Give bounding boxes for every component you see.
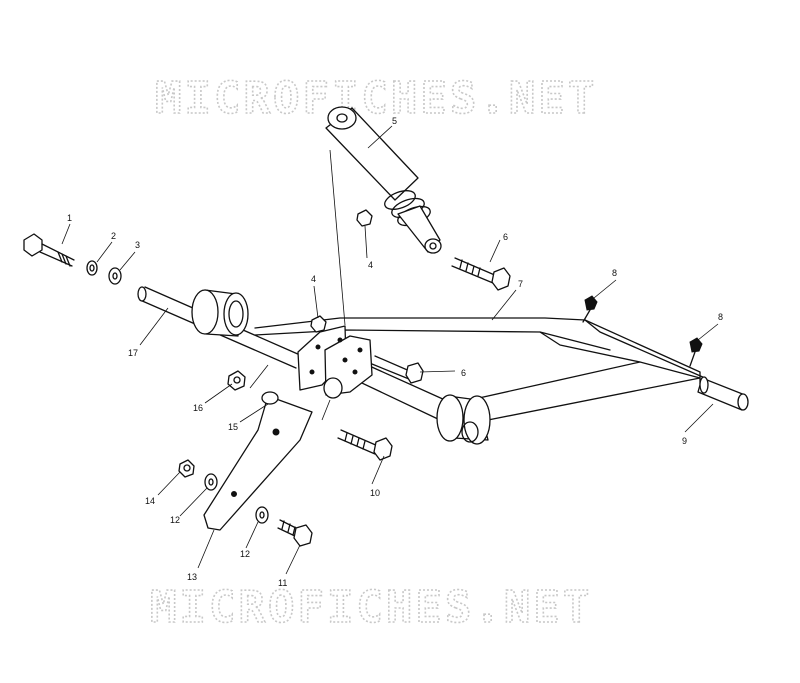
part-8-fitting-a: [582, 295, 598, 323]
part-6-bolt-lower: [371, 355, 424, 384]
part-8-fitting-b: [689, 337, 703, 367]
callout-6-lower: 6: [461, 368, 466, 378]
callout-2: 2: [111, 231, 116, 241]
part-7-swing-arm: [254, 317, 749, 421]
leader-lines: [61, 125, 719, 575]
part-3-washer: [108, 267, 122, 285]
watermark-top: MICROFICHES.NET: [155, 73, 597, 124]
center-mount-plates: [297, 325, 373, 399]
callout-14: 14: [145, 496, 155, 506]
part-6-bolt-upper: [451, 257, 511, 291]
callout-8-left: 8: [612, 268, 617, 278]
part-17-shaft: [137, 286, 301, 369]
part-13-link-arm: [203, 391, 313, 531]
watermark-bottom: MICROFICHES.NET: [150, 582, 592, 633]
callout-1: 1: [67, 213, 72, 223]
callout-10: 10: [370, 488, 380, 498]
part-1-bolt: [23, 233, 75, 267]
part-2-washer: [86, 260, 98, 276]
callout-13: 13: [187, 572, 197, 582]
callout-labels: 1 2 3 4 4 5 6 6 7 8 8 9 10 11 12 12 13 1…: [67, 116, 723, 588]
callout-5: 5: [392, 116, 397, 126]
callout-11: 11: [278, 578, 287, 588]
part-4-nut-upper: [356, 209, 373, 227]
callout-3: 3: [135, 240, 140, 250]
part-10-bolt: [337, 429, 393, 461]
callout-7: 7: [518, 279, 523, 289]
part-12-washer-upper: [204, 473, 218, 491]
callout-15: 15: [228, 422, 238, 432]
callout-4-lower: 4: [311, 274, 316, 284]
callout-4-upper: 4: [368, 260, 373, 270]
callout-12-right: 12: [240, 549, 250, 559]
callout-8-right: 8: [718, 312, 723, 322]
part-11-bolt: [277, 519, 313, 547]
callout-17: 17: [128, 348, 138, 358]
callout-6-upper: 6: [503, 232, 508, 242]
part-7-front-shaft: [344, 354, 491, 445]
part-14-nut: [178, 459, 195, 478]
callout-12-left: 12: [170, 515, 180, 525]
part-4-nut-lower: [310, 315, 327, 333]
part-12-washer-lower: [255, 506, 269, 524]
part-5-shock-absorber: [325, 106, 442, 326]
callout-16: 16: [193, 403, 203, 413]
callout-9: 9: [682, 436, 687, 446]
part-16-nut: [227, 370, 246, 391]
